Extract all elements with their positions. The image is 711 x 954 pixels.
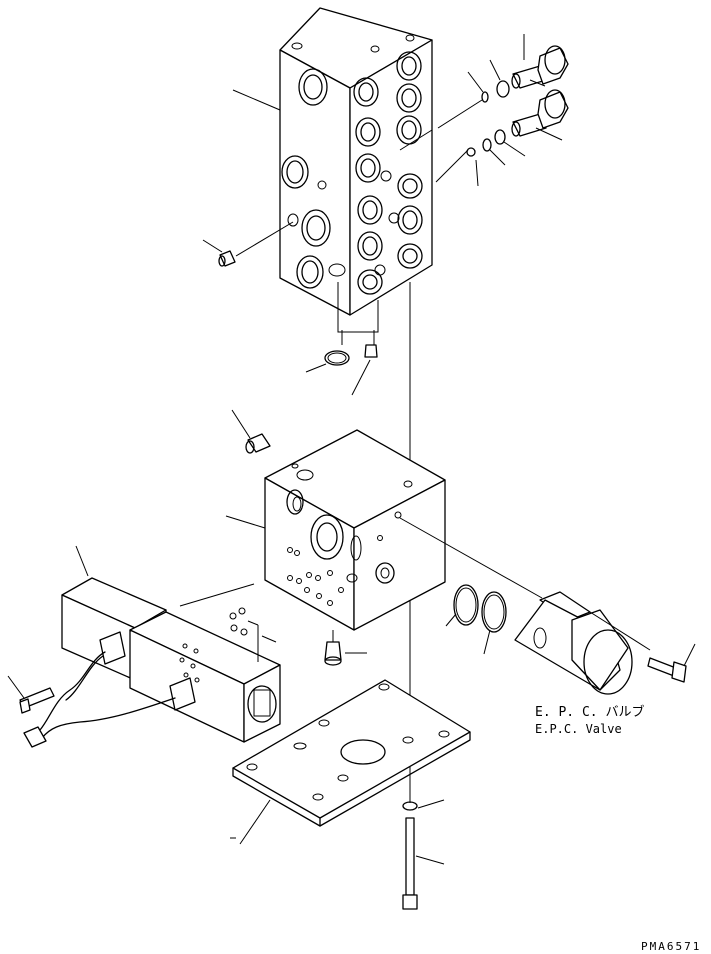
plug-upper: [481, 45, 569, 103]
bolt-left: [19, 687, 55, 714]
main-valve-block: [279, 7, 433, 316]
bolt-right: [647, 657, 687, 683]
epc-valve-label-jp: E. P. C. バルブ: [535, 704, 644, 720]
epc-valve-label-en: E.P.C. Valve: [535, 722, 622, 736]
left-face-ports: [281, 68, 346, 289]
solenoid-valve: [23, 577, 281, 748]
fitting-top-middle: [245, 433, 271, 454]
o-rings: [453, 584, 507, 633]
epc-valve: [514, 591, 633, 695]
mounting-plate: [232, 679, 471, 827]
long-bolt: [402, 817, 418, 910]
fitting-bottom-middle: [324, 630, 342, 666]
drawing-code: PMA6571: [641, 940, 701, 953]
plug-lower: [466, 89, 569, 157]
middle-valve-block: [264, 429, 446, 631]
small-plug-left: [218, 250, 236, 267]
